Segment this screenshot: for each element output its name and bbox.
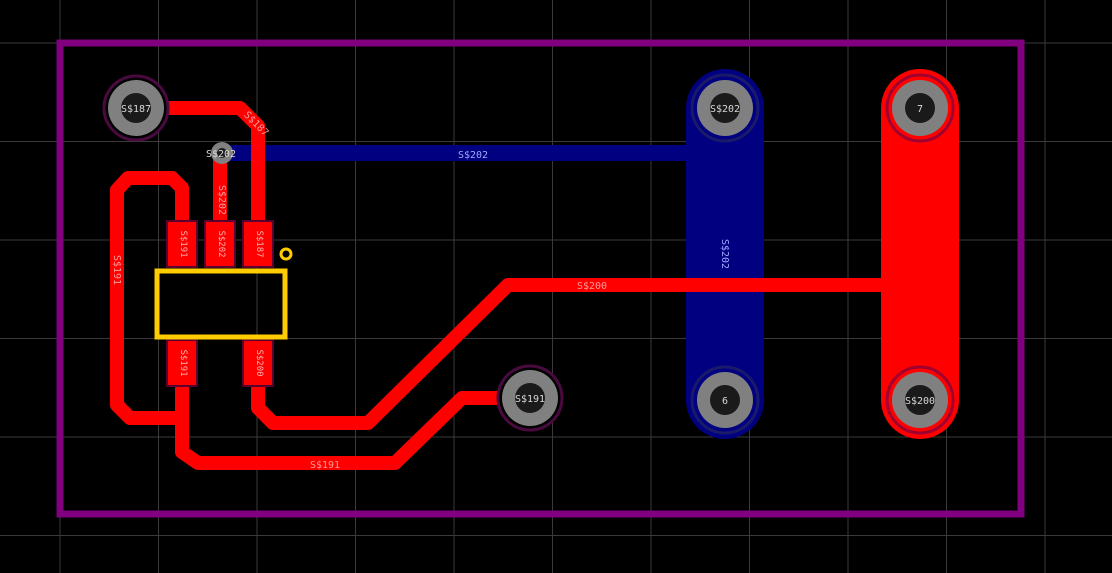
pad-s200[interactable] [885,365,955,435]
trace-label-s191-bottom: S$191 [310,460,340,471]
ic-body-outline[interactable] [154,268,288,340]
pad-label-6: 6 [722,396,728,407]
smd-label-s187-top: S$187 [254,230,264,257]
smd-pad-s191-top[interactable] [166,220,198,268]
smd-label-s191-top: S$191 [178,230,188,257]
trace-s187[interactable] [143,101,265,247]
pad-label-7: 7 [917,104,923,115]
pad-s202[interactable] [690,73,760,143]
trace-s191-loop[interactable] [110,171,189,425]
pad-label-s191: S$191 [515,394,545,405]
trace-label-s202-vertical: S$202 [216,185,227,215]
through-hole-pads [102,73,955,435]
via-s202[interactable] [211,142,233,164]
pad-label-s187: S$187 [121,104,151,115]
trace-label-s202-horizontal: S$202 [458,150,488,161]
bottom-copper-layer [222,69,764,439]
pad-label-s200: S$200 [905,396,935,407]
pad-label-s202: S$202 [710,104,740,115]
trace-s191-bottom[interactable] [175,360,537,470]
pad-s187[interactable] [102,74,170,142]
pad-6[interactable] [690,365,760,435]
trace-label-s202-pour: S$202 [719,239,730,269]
trace-s200[interactable] [251,278,889,430]
via-label-s202: S$202 [206,149,236,160]
smd-pads [166,220,274,387]
board-outline [56,39,1025,518]
top-copper-layer [110,69,959,470]
smd-pad-s202-top[interactable] [204,220,236,268]
smd-label-s202-top: S$202 [216,230,226,257]
trace-label-s191-vertical: S$191 [111,255,122,285]
pad-7[interactable] [885,73,955,143]
smd-pad-s191-bottom[interactable] [166,339,198,387]
trace-label-s200: S$200 [577,281,607,292]
smd-pad-s187-top[interactable] [242,220,274,268]
smd-label-s200-bottom: S$200 [254,349,264,376]
pad-s191[interactable] [496,364,564,432]
pin1-marker-icon [279,247,293,261]
silkscreen-layer [154,247,293,340]
smd-pad-s200-bottom[interactable] [242,339,274,387]
smd-label-s191-bottom: S$191 [178,349,188,376]
